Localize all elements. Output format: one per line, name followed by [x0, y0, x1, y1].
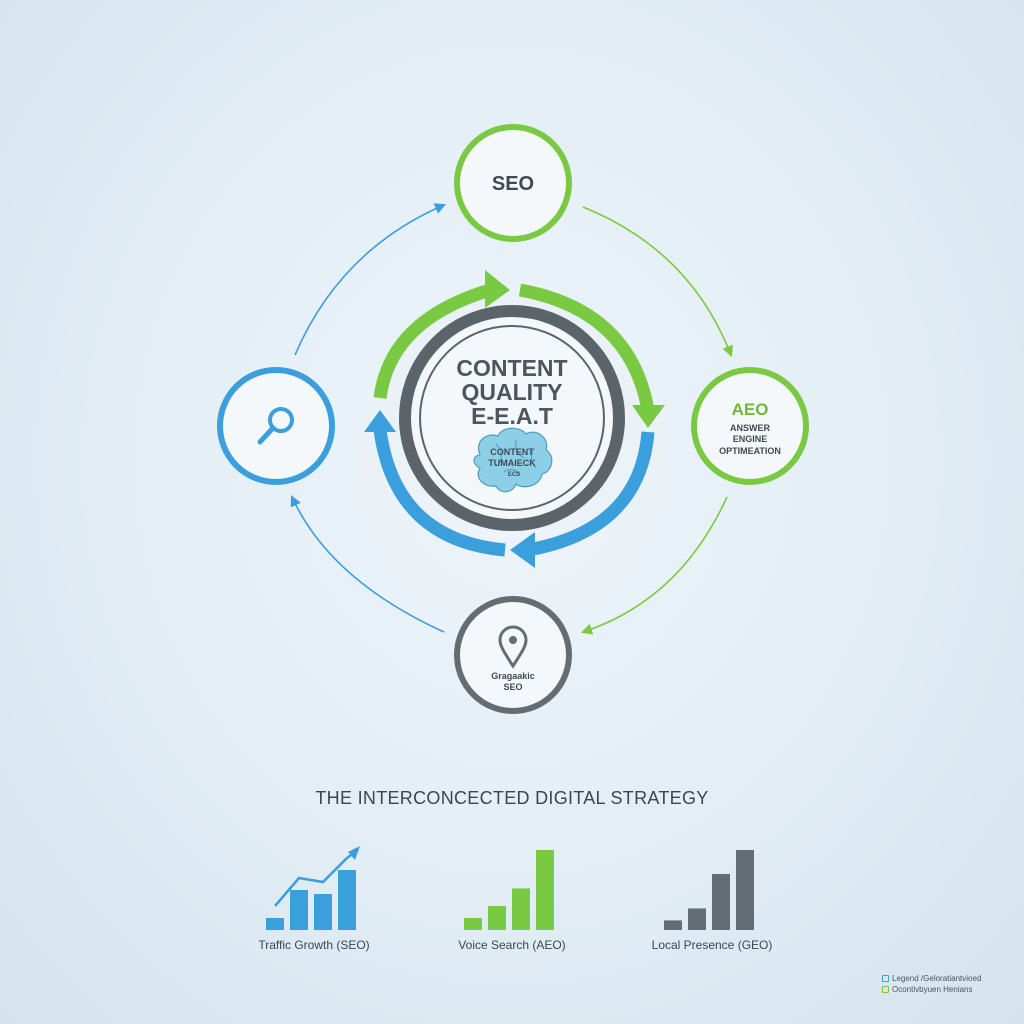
cycle-arrowhead-green-right	[632, 405, 665, 428]
diagram-caption: THE INTERCONCECTED DIGITAL STRATEGY	[315, 788, 709, 808]
voice-search-bars	[464, 850, 554, 930]
brain-icon: CONTENT TUMAIECK ECS	[473, 427, 553, 493]
aeo-line-2: ENGINE	[733, 434, 768, 444]
geo-node: Gragaakic SEO	[454, 596, 572, 714]
metric-bar	[290, 890, 308, 930]
cycle-arrowhead-green-top	[485, 270, 510, 308]
metric-bar	[736, 850, 754, 930]
legend-item: Ocontivbyuen Henians	[882, 984, 981, 995]
metric-bar	[314, 894, 332, 930]
center-line-1: CONTENT	[456, 355, 567, 381]
metric-local-presence: Local Presence (GEO)	[602, 838, 822, 952]
metric-bar	[688, 908, 706, 930]
brain-text-2: TUMAIECK	[488, 458, 536, 468]
metric-bar	[266, 918, 284, 930]
metric-traffic-growth: Traffic Growth (SEO)	[204, 838, 424, 952]
traffic-growth-bars	[266, 846, 360, 930]
connector-seo-aeo	[582, 206, 733, 358]
metric-label: Traffic Growth (SEO)	[258, 938, 370, 952]
metric-bar	[464, 918, 482, 930]
cycle-arc-green-left	[373, 283, 492, 399]
connector-search-seo	[294, 203, 447, 356]
geo-line-2: SEO	[503, 682, 522, 692]
aeo-line-1: ANSWER	[730, 423, 770, 433]
cycle-arrowhead-blue-left	[364, 410, 396, 432]
cycle-arc-blue-left	[373, 429, 506, 557]
metric-label: Local Presence (GEO)	[651, 938, 773, 952]
metric-label: Voice Search (AEO)	[458, 938, 566, 952]
center-ring-inner	[419, 325, 605, 511]
brain-text-3: ECS	[508, 472, 520, 478]
seo-label: SEO	[492, 173, 534, 195]
center-line-3: E-E.A.T	[471, 403, 553, 429]
legend-swatch	[882, 975, 889, 982]
location-pin-icon	[498, 625, 528, 669]
magnifier-icon	[257, 407, 294, 445]
cycle-arc-green-right	[518, 283, 655, 412]
metric-bar	[664, 920, 682, 930]
cycle-arrowhead-blue-bottom	[510, 532, 535, 568]
metric-bar	[536, 850, 554, 930]
connector-aeo-geo	[580, 496, 728, 635]
metric-bar	[338, 870, 356, 930]
legend: Legend /Geloratiantvioed Ocontivbyuen He…	[882, 973, 981, 995]
metric-bar	[488, 906, 506, 930]
center-line-2: QUALITY	[462, 379, 563, 405]
metric-bar	[712, 874, 730, 930]
search-node	[217, 367, 335, 485]
legend-item: Legend /Geloratiantvioed	[882, 973, 981, 984]
aeo-line-3: OPTIMEATION	[719, 446, 781, 456]
legend-swatch	[882, 986, 889, 993]
cycle-arc-blue-right	[526, 431, 655, 557]
legend-label: Ocontivbyuen Henians	[892, 985, 973, 994]
aeo-title: AEO	[732, 400, 769, 419]
aeo-node: AEO ANSWER ENGINE OPTIMEATION	[691, 367, 809, 485]
geo-line-1: Gragaakic	[491, 671, 535, 681]
metric-voice-search: Voice Search (AEO)	[402, 838, 622, 952]
seo-node: SEO	[454, 124, 572, 242]
trend-line	[274, 848, 359, 907]
connector-geo-search	[290, 494, 445, 633]
brain-text-1: CONTENT	[490, 447, 534, 457]
metric-bar	[512, 888, 530, 930]
local-presence-bars	[664, 850, 754, 930]
legend-label: Legend /Geloratiantvioed	[892, 974, 982, 983]
trend-arrow-icon	[348, 846, 360, 860]
